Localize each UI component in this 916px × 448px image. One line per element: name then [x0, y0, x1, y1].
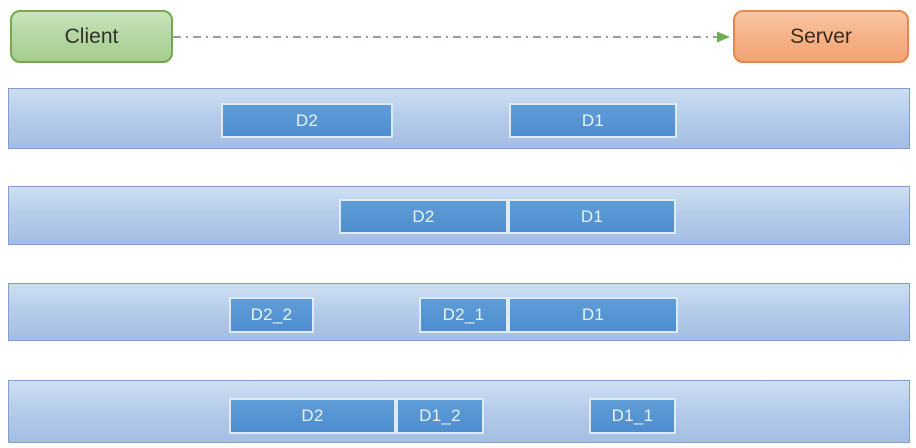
- segment-d1: D1: [508, 297, 678, 333]
- timeline-row-1: D2 D1: [8, 88, 910, 149]
- segment-d2: D2: [229, 398, 396, 434]
- server-node: Server: [733, 10, 909, 63]
- segment-d2_2: D2_2: [229, 297, 314, 333]
- segment-d2_1: D2_1: [419, 297, 508, 333]
- server-label: Server: [790, 24, 852, 48]
- segment-d2: D2: [221, 103, 393, 138]
- segment-d1: D1: [509, 103, 677, 138]
- client-server-connector-arrow: [173, 31, 730, 43]
- segment-d1: D1: [508, 199, 676, 234]
- segment-d1_1: D1_1: [589, 398, 676, 434]
- client-node: Client: [10, 10, 173, 63]
- timeline-row-3: D2_2 D2_1 D1: [8, 283, 910, 341]
- arrowhead-icon: [717, 31, 730, 43]
- timeline-row-2: D2 D1: [8, 186, 910, 245]
- timeline-row-4: D2 D1_2 D1_1: [8, 380, 910, 443]
- client-label: Client: [64, 24, 119, 48]
- segment-d1_2: D1_2: [396, 398, 484, 434]
- segment-d2: D2: [339, 199, 508, 234]
